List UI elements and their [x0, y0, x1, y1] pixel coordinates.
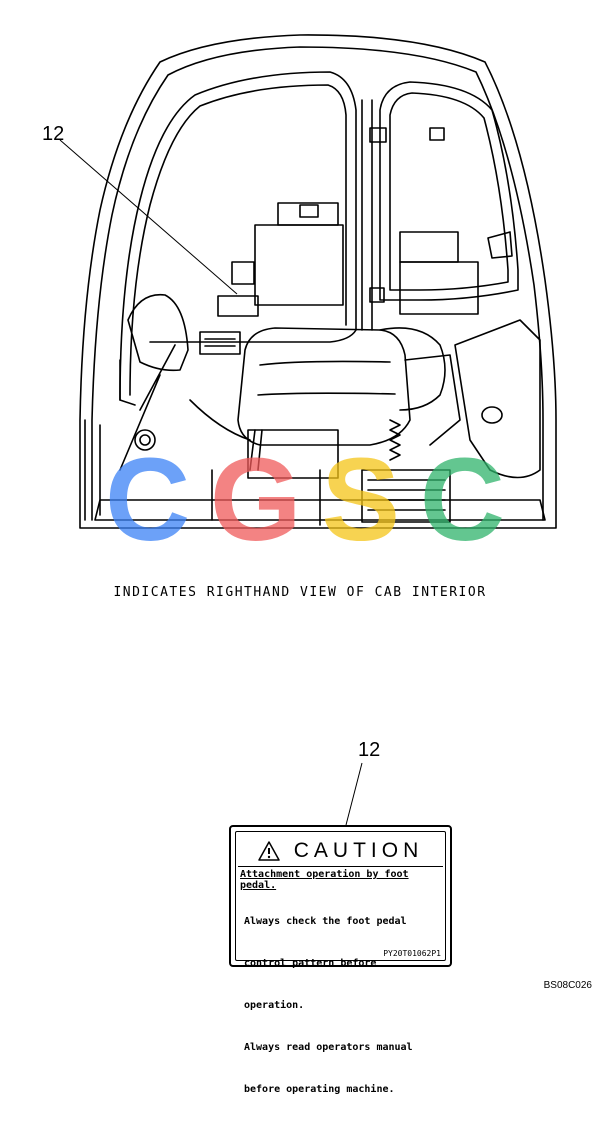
door-panel-box — [399, 231, 459, 263]
caution-decal: CAUTION Attachment operation by foot ped… — [229, 825, 452, 1095]
rear-window — [119, 71, 357, 401]
cab-inner-frame — [91, 46, 544, 521]
decal-title: CAUTION — [293, 839, 424, 862]
cab-outer-frame — [79, 34, 557, 529]
callout-number-lower: 12 — [358, 739, 381, 761]
operator-seat — [237, 327, 411, 446]
leader-line-lower — [345, 762, 363, 826]
decal-divider — [238, 866, 443, 867]
left-console — [127, 293, 189, 372]
decal-header: CAUTION — [236, 838, 445, 864]
decal-body-line: control pattern before — [244, 958, 377, 969]
figure-id: BS08C026 — [543, 980, 592, 991]
leader-line-upper — [59, 139, 238, 295]
door-window — [379, 81, 519, 301]
rear-panel-box — [254, 224, 344, 306]
cab-interior-drawing — [59, 34, 557, 826]
decal-part-number: PY20T01062P1 — [383, 949, 441, 958]
decal-body-line: operation. — [244, 1000, 305, 1011]
decal-body: Always check the foot pedal control patt… — [244, 887, 413, 1125]
decal-subheading: Attachment operation by foot pedal. — [240, 869, 409, 891]
decal-inner-border: CAUTION Attachment operation by foot ped… — [235, 831, 446, 1095]
callout-number-upper: 12 — [42, 123, 65, 145]
warning-triangle-icon — [258, 841, 280, 861]
decal-body-line: Always read operators manual — [244, 1042, 413, 1053]
decal-body-line: before operating machine. — [244, 1084, 395, 1095]
figure-caption: INDICATES RIGHTHAND VIEW OF CAB INTERIOR — [113, 585, 487, 600]
grille — [361, 469, 451, 523]
decal-body-line: Always check the foot pedal — [244, 916, 407, 927]
